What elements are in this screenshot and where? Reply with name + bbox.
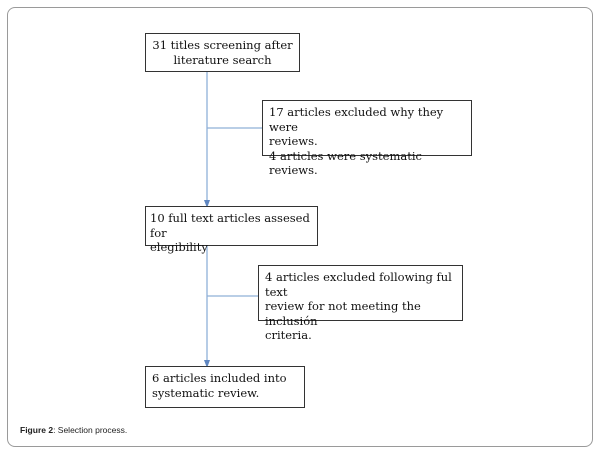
box-full-text-assessed-line1: 10 full text articles assesed for bbox=[150, 211, 310, 240]
box-titles-screening: 31 titles screening after literature sea… bbox=[145, 33, 300, 72]
box-full-text-assessed: 10 full text articles assesed for elegib… bbox=[145, 206, 318, 254]
figure-caption-text: : Selection process. bbox=[53, 425, 128, 435]
box-excluded-reviews: 17 articles excluded why they were revie… bbox=[262, 100, 472, 177]
box-excluded-reviews-line1: 17 articles excluded why they were bbox=[269, 105, 444, 134]
box-titles-screening-line1: 31 titles screening after bbox=[152, 38, 293, 52]
figure-caption-label: Figure 2 bbox=[20, 425, 54, 435]
box-included-line2: systematic review. bbox=[152, 385, 260, 400]
box-excluded-reviews-line3: 4 articles were systematic reviews. bbox=[269, 148, 422, 178]
box-excluded-reviews-line2: reviews. bbox=[269, 134, 318, 148]
box-excluded-full-text: 4 articles excluded following ful text r… bbox=[258, 265, 463, 342]
box-full-text-assessed-line2: elegibility bbox=[150, 240, 208, 254]
box-included: 6 articles included into systematic revi… bbox=[145, 366, 305, 408]
box-included-line1: 6 articles included into bbox=[152, 371, 287, 385]
box-excluded-full-text-line1: 4 articles excluded following ful text bbox=[265, 270, 452, 299]
box-excluded-full-text-line3: criteria. bbox=[265, 328, 312, 342]
box-excluded-full-text-line2: review for not meeting the inclusión bbox=[265, 299, 421, 328]
box-titles-screening-line2: literature search bbox=[173, 52, 272, 67]
figure-caption: Figure 2: Selection process. bbox=[20, 425, 127, 435]
